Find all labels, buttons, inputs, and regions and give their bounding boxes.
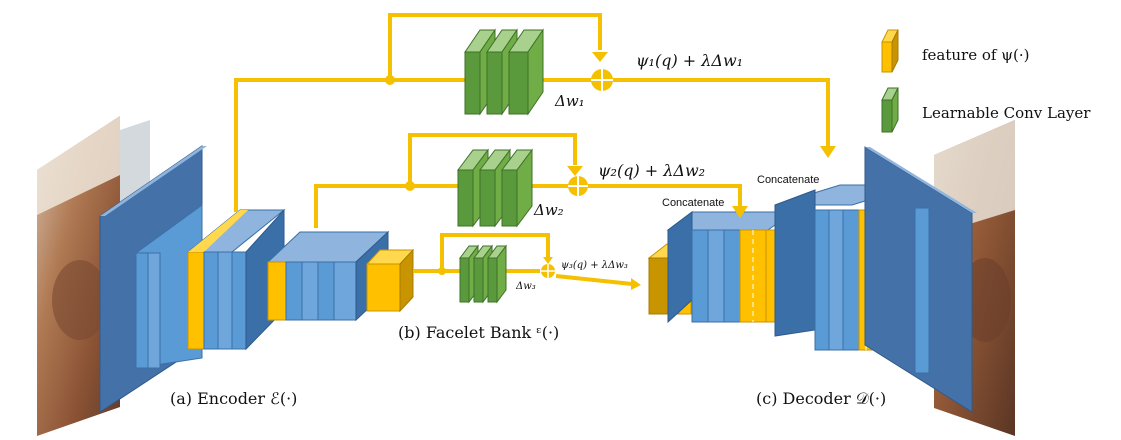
sum-node-2 — [568, 176, 588, 196]
legend: feature of ψ(·) Learnable Conv Layer — [881, 29, 1091, 133]
arrow-b3-plus — [543, 257, 553, 264]
legend-feature-label: feature of ψ(·) — [922, 46, 1029, 64]
formula-2: ψ₂(q) + λΔw₂ — [598, 161, 705, 180]
legend-feature-swatch — [881, 29, 899, 73]
legend-conv-label: Learnable Conv Layer — [922, 104, 1091, 122]
formula-3: ψ₃(q) + λΔw₃ — [561, 260, 628, 271]
arrow-b1-plus — [592, 52, 608, 62]
concatenate-label-lower: Concatenate — [662, 197, 724, 209]
decoder-caption: (c) Decoder 𝒟(·) — [756, 389, 886, 408]
delta-w3-label: Δw₃ — [515, 281, 536, 292]
conv-stack-3 — [459, 244, 507, 304]
arrow-b2-plus — [567, 166, 583, 176]
skip-connections — [234, 13, 830, 286]
input-face-image — [37, 116, 150, 436]
junction-dots — [385, 75, 446, 275]
delta-w1-label: Δw₁ — [554, 92, 585, 110]
concatenate-label-upper: Concatenate — [757, 174, 819, 186]
arrow-b2-decoder — [732, 206, 748, 218]
encoder-caption: (a) Encoder ℰ(·) — [170, 389, 297, 408]
encoder — [99, 145, 415, 413]
decoder — [647, 146, 977, 413]
conv-stack-2 — [457, 148, 533, 228]
conv-stack-1 — [464, 28, 544, 116]
arrow-b1-decoder — [820, 146, 836, 158]
arrow-heads — [543, 52, 836, 290]
arrow-b3-decoder — [631, 278, 641, 290]
sum-node-3 — [541, 264, 555, 278]
delta-w2-label: Δw₂ — [533, 201, 564, 219]
formula-1: ψ₁(q) + λΔw₁ — [636, 51, 743, 70]
sum-node-1 — [591, 69, 613, 91]
facelet-bank-caption: (b) Facelet Bank ᵋ(·) — [398, 323, 559, 342]
legend-conv-swatch — [881, 87, 899, 133]
